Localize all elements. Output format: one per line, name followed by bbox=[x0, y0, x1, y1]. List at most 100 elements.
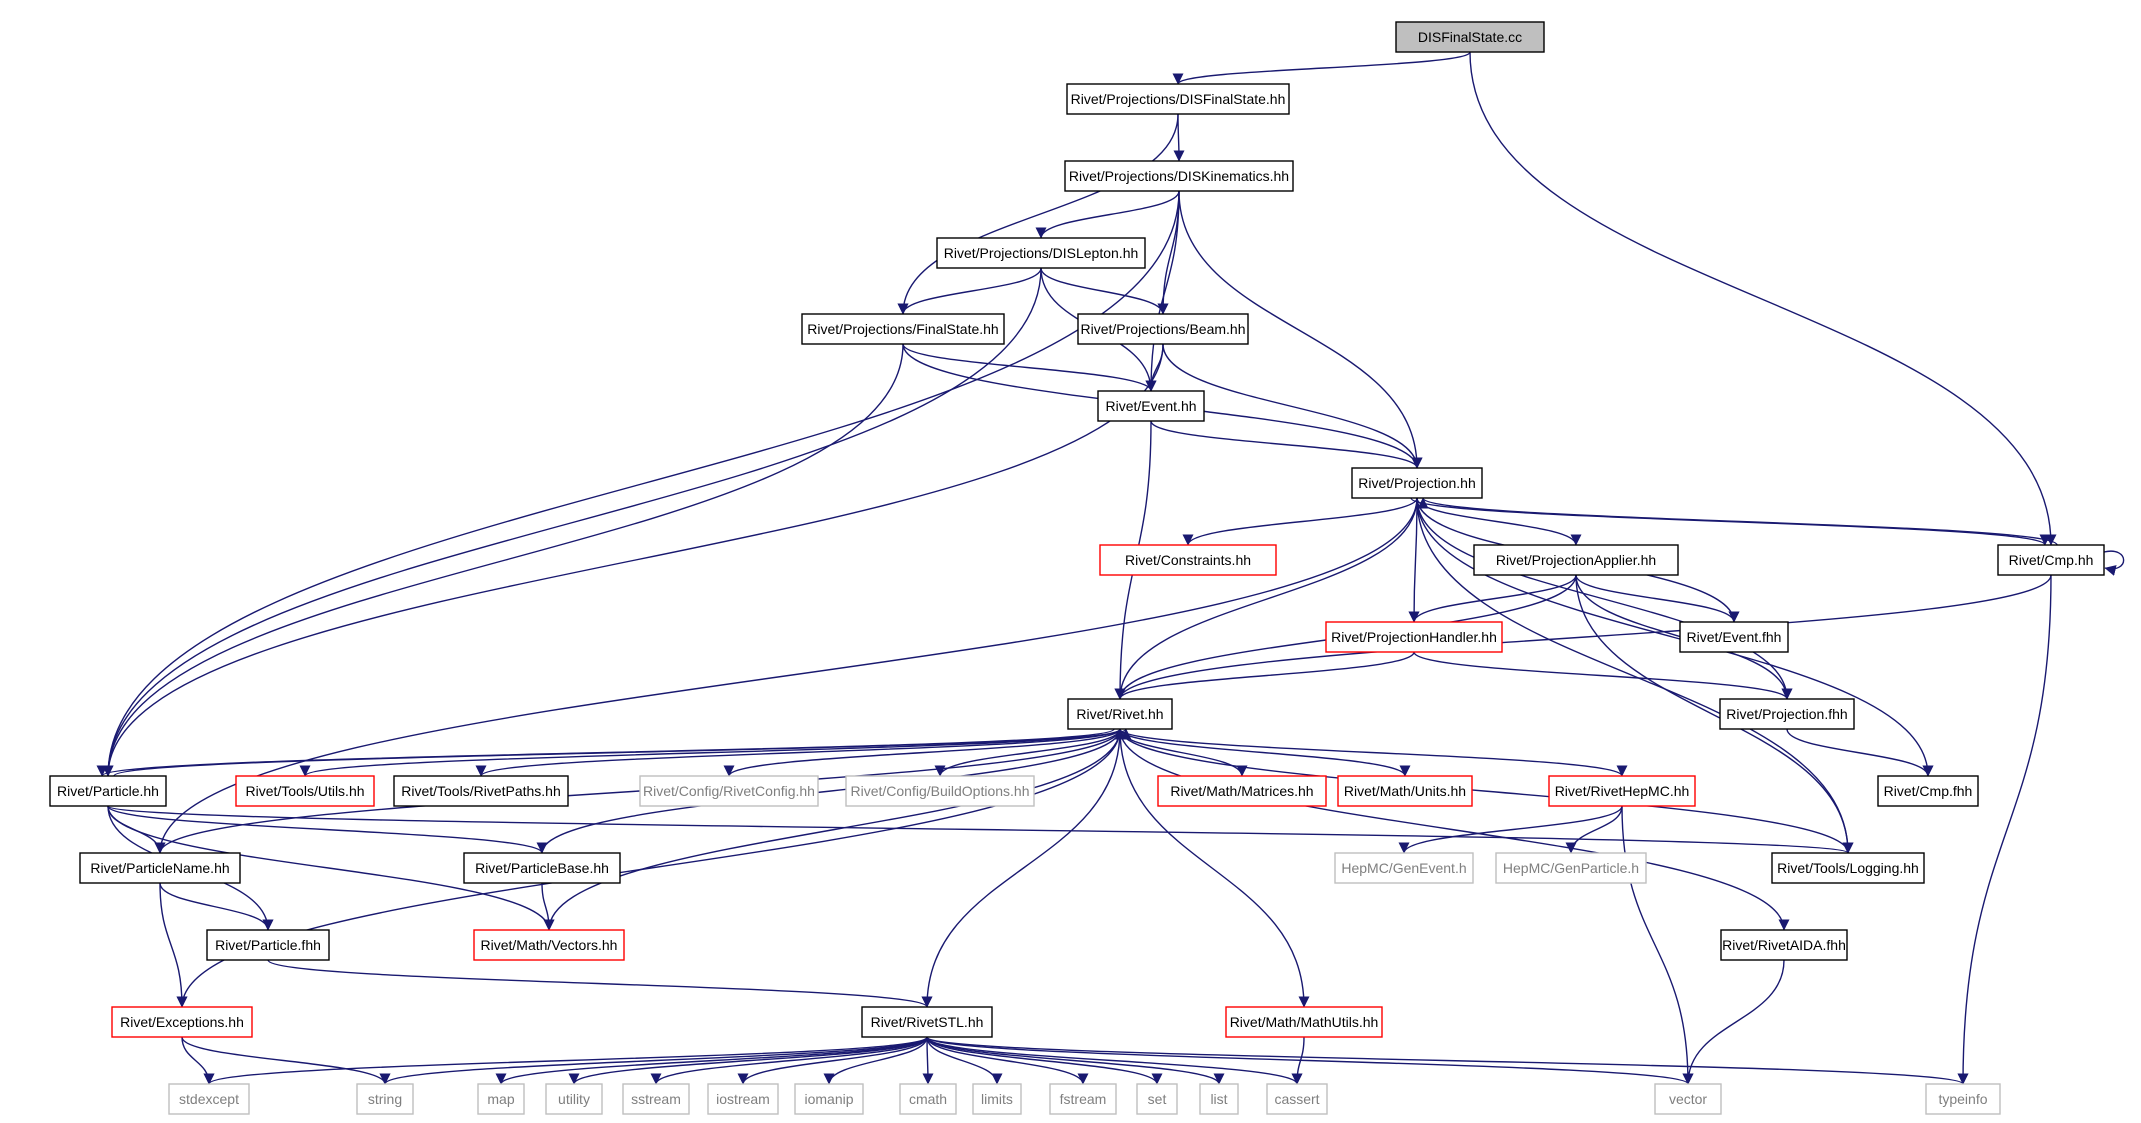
node-box-rivet bbox=[1067, 698, 1173, 730]
node-box-particlefhh bbox=[206, 929, 330, 961]
node-cmath: cmath bbox=[899, 1083, 957, 1115]
node-label-list: list bbox=[1210, 1091, 1227, 1107]
node-rivetstl[interactable]: Rivet/RivetSTL.hh bbox=[861, 1006, 993, 1038]
node-label-vector: vector bbox=[1669, 1091, 1707, 1107]
node-projhandler[interactable]: Rivet/ProjectionHandler.hh bbox=[1325, 621, 1503, 653]
node-dis_fs[interactable]: Rivet/Projections/DISFinalState.hh bbox=[1066, 83, 1290, 115]
node-string: string bbox=[356, 1083, 414, 1115]
edge-rivetstl-to-string bbox=[379, 1036, 928, 1085]
edge-dis_cc-to-dis_fs bbox=[1172, 51, 1471, 85]
node-label-rivethepmc: Rivet/RivetHepMC.hh bbox=[1555, 783, 1690, 799]
node-mathutils[interactable]: Rivet/Math/MathUtils.hh bbox=[1225, 1006, 1383, 1038]
edge-particlename-to-exceptions bbox=[159, 882, 188, 1008]
node-exceptions[interactable]: Rivet/Exceptions.hh bbox=[111, 1006, 253, 1038]
node-label-projfhh: Rivet/Projection.fhh bbox=[1726, 706, 1847, 722]
node-units[interactable]: Rivet/Math/Units.hh bbox=[1337, 775, 1473, 807]
node-label-iomanip: iomanip bbox=[804, 1091, 853, 1107]
edge-particle-to-vectors bbox=[107, 805, 555, 931]
node-vectors[interactable]: Rivet/Math/Vectors.hh bbox=[473, 929, 625, 961]
node-label-dis_fs: Rivet/Projections/DISFinalState.hh bbox=[1071, 91, 1286, 107]
node-projfhh[interactable]: Rivet/Projection.fhh bbox=[1719, 698, 1855, 730]
node-box-vectors bbox=[473, 929, 625, 961]
node-box-list bbox=[1199, 1083, 1239, 1115]
edge-dis_kin-to-projection bbox=[1178, 190, 1423, 469]
edge-rivethepmc-to-vector bbox=[1621, 805, 1694, 1085]
node-label-matrices: Rivet/Math/Matrices.hh bbox=[1170, 783, 1313, 799]
node-beam[interactable]: Rivet/Projections/Beam.hh bbox=[1077, 313, 1249, 345]
edge-dis_kin-to-particle bbox=[102, 190, 1180, 777]
node-particlefhh[interactable]: Rivet/Particle.fhh bbox=[206, 929, 330, 961]
node-dis_kin[interactable]: Rivet/Projections/DISKinematics.hh bbox=[1064, 160, 1294, 192]
node-label-cmpfhh: Rivet/Cmp.fhh bbox=[1884, 783, 1973, 799]
edge-cmp-to-projection bbox=[1417, 497, 2058, 546]
node-label-cmath: cmath bbox=[909, 1091, 947, 1107]
node-box-projection bbox=[1351, 467, 1483, 499]
edge-rivet-to-units bbox=[1119, 728, 1411, 777]
node-label-map: map bbox=[487, 1091, 514, 1107]
edge-rivetstl-to-fstream bbox=[926, 1036, 1089, 1085]
node-box-iomanip bbox=[794, 1083, 864, 1115]
node-box-toolsutils bbox=[235, 775, 375, 807]
node-particlebase[interactable]: Rivet/ParticleBase.hh bbox=[463, 852, 621, 884]
node-label-sstream: sstream bbox=[631, 1091, 681, 1107]
node-matrices[interactable]: Rivet/Math/Matrices.hh bbox=[1157, 775, 1327, 807]
node-label-rivetconfig: Rivet/Config/RivetConfig.hh bbox=[643, 783, 815, 799]
node-rivetaida[interactable]: Rivet/RivetAIDA.fhh bbox=[1720, 929, 1848, 961]
node-projapplier[interactable]: Rivet/ProjectionApplier.hh bbox=[1473, 544, 1679, 576]
node-projection[interactable]: Rivet/Projection.hh bbox=[1351, 467, 1483, 499]
node-toolsutils[interactable]: Rivet/Tools/Utils.hh bbox=[235, 775, 375, 807]
node-cmp[interactable]: Rivet/Cmp.hh bbox=[1997, 544, 2105, 576]
node-rivetpaths[interactable]: Rivet/Tools/RivetPaths.hh bbox=[393, 775, 569, 807]
node-label-utility: utility bbox=[558, 1091, 590, 1107]
node-label-limits: limits bbox=[981, 1091, 1013, 1107]
node-label-set: set bbox=[1148, 1091, 1167, 1107]
node-box-rivetaida bbox=[1720, 929, 1848, 961]
node-constraints[interactable]: Rivet/Constraints.hh bbox=[1099, 544, 1277, 576]
edge-finalstate-to-event bbox=[902, 343, 1157, 392]
edge-particlebase-to-rivet bbox=[541, 728, 1126, 854]
node-label-rivet: Rivet/Rivet.hh bbox=[1076, 706, 1163, 722]
node-label-typeinfo: typeinfo bbox=[1938, 1091, 1987, 1107]
node-label-genevent: HepMC/GenEvent.h bbox=[1341, 860, 1466, 876]
node-box-genparticle bbox=[1495, 852, 1647, 884]
node-cassert: cassert bbox=[1266, 1083, 1328, 1115]
node-label-stdexcept: stdexcept bbox=[179, 1091, 239, 1107]
node-box-sstream bbox=[622, 1083, 690, 1115]
edge-rivetstl-to-cmath bbox=[922, 1036, 934, 1085]
edge-rivetstl-to-set bbox=[926, 1036, 1163, 1085]
node-box-logging bbox=[1771, 852, 1925, 884]
node-label-dis_cc: DISFinalState.cc bbox=[1418, 29, 1522, 45]
edge-projfhh-to-cmpfhh bbox=[1786, 728, 1934, 777]
edge-beam-to-particle bbox=[102, 343, 1164, 777]
node-dis_lep[interactable]: Rivet/Projections/DISLepton.hh bbox=[936, 237, 1146, 269]
node-list: list bbox=[1199, 1083, 1239, 1115]
node-box-matrices bbox=[1157, 775, 1327, 807]
node-iomanip: iomanip bbox=[794, 1083, 864, 1115]
node-logging[interactable]: Rivet/Tools/Logging.hh bbox=[1771, 852, 1925, 884]
node-box-beam bbox=[1077, 313, 1249, 345]
edge-rivetstl-to-stdexcept bbox=[203, 1036, 928, 1085]
edge-projection-to-constraints bbox=[1182, 497, 1418, 546]
edge-event-to-projection bbox=[1150, 420, 1423, 469]
node-label-fstream: fstream bbox=[1060, 1091, 1107, 1107]
node-particle[interactable]: Rivet/Particle.hh bbox=[49, 775, 167, 807]
edge-dis_lep-to-particle bbox=[102, 267, 1042, 777]
node-box-constraints bbox=[1099, 544, 1277, 576]
node-box-limits bbox=[972, 1083, 1022, 1115]
node-label-projection: Rivet/Projection.hh bbox=[1358, 475, 1476, 491]
node-cmpfhh[interactable]: Rivet/Cmp.fhh bbox=[1877, 775, 1979, 807]
node-iostream: iostream bbox=[707, 1083, 779, 1115]
node-label-particlename: Rivet/ParticleName.hh bbox=[90, 860, 229, 876]
node-box-fstream bbox=[1049, 1083, 1117, 1115]
edge-dis_fs-to-finalstate bbox=[897, 113, 1179, 315]
node-eventfhh[interactable]: Rivet/Event.fhh bbox=[1679, 621, 1789, 653]
edge-rivet-to-rivetstl bbox=[921, 728, 1121, 1008]
node-finalstate[interactable]: Rivet/Projections/FinalState.hh bbox=[801, 313, 1005, 345]
node-particlename[interactable]: Rivet/ParticleName.hh bbox=[79, 852, 241, 884]
node-label-projapplier: Rivet/ProjectionApplier.hh bbox=[1496, 552, 1656, 568]
node-rivethepmc[interactable]: Rivet/RivetHepMC.hh bbox=[1548, 775, 1696, 807]
node-event[interactable]: Rivet/Event.hh bbox=[1097, 390, 1205, 422]
edge-projapplier-to-projhandler bbox=[1408, 574, 1577, 623]
node-rivet[interactable]: Rivet/Rivet.hh bbox=[1067, 698, 1173, 730]
node-label-particle: Rivet/Particle.hh bbox=[57, 783, 159, 799]
